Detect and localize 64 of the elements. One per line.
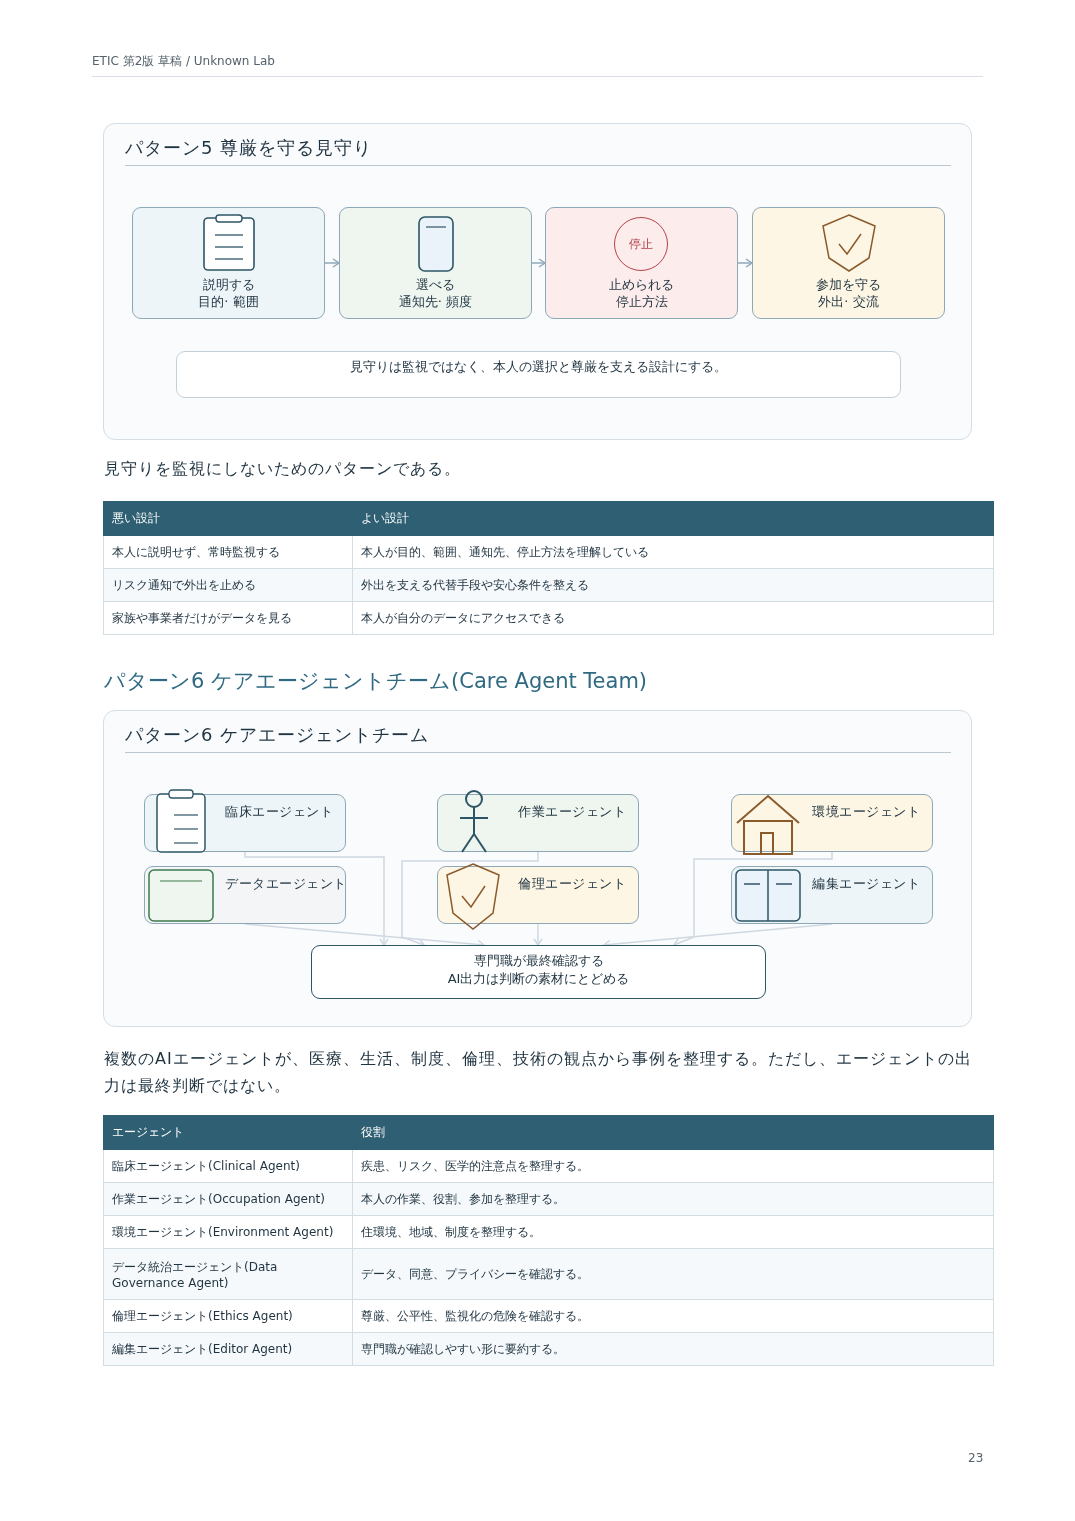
agent-box <box>731 794 933 852</box>
body-text: 見守りを監視にしないためのパターンである。 <box>104 459 461 480</box>
agent-label: 作業エージェント <box>518 803 626 821</box>
table-cell: 本人が目的、範囲、通知先、停止方法を理解している <box>352 535 994 569</box>
connector-line <box>244 851 389 946</box>
diagram-panel <box>103 123 972 440</box>
table-cell: 専門職が確認しやすい形に要約する。 <box>352 1332 994 1366</box>
step-box <box>752 207 945 319</box>
step-label: 目的· 範囲 <box>197 293 260 311</box>
note-text: 見守りは監視ではなく、本人の選択と尊厳を支える設計にする。 <box>349 358 728 376</box>
step-label: 説明する <box>201 276 256 294</box>
stop-sign <box>614 217 668 271</box>
header-cell: よい設計 <box>352 501 994 536</box>
table-cell: 尊厳、公平性、監視化の危険を確認する。 <box>352 1299 994 1333</box>
body-text: 複数のAIエージェントが、医療、生活、制度、倫理、技術の観点から事例を整理する。ただし、エージェントの出力は最終判断ではない。 <box>104 1048 973 1097</box>
table-cell: 本人の作業、役割、参加を整理する。 <box>352 1182 994 1216</box>
arrow <box>737 258 753 268</box>
agent-label: データエージェント <box>225 875 347 893</box>
page-number: 23 <box>968 1451 984 1465</box>
table-cell: 住環境、地域、制度を整理する。 <box>352 1215 994 1249</box>
table-cell: 家族や事業者だけがデータを見る <box>103 601 353 635</box>
agent-label: 環境エージェント <box>812 803 920 821</box>
diagram-panel <box>103 710 972 1027</box>
agent-box <box>144 866 346 924</box>
table-cell: 本人に説明せず、常時監視する <box>103 535 353 569</box>
step-label: 選べる <box>415 276 456 294</box>
step-label: 参加を守る <box>815 276 882 294</box>
agent-label: 倫理エージェント <box>518 875 626 893</box>
table-cell: データ統治エージェント(Data Governance Agent) <box>103 1248 353 1300</box>
running-header: ETIC 第2版 草稿 / Unknown Lab <box>92 53 275 70</box>
note-box <box>176 351 901 398</box>
agent-label: 臨床エージェント <box>225 803 333 821</box>
step-label: 止められる <box>608 276 675 294</box>
step-label: 停止方法 <box>614 293 669 311</box>
connector-line <box>533 923 543 946</box>
step-box <box>132 207 325 319</box>
arrow <box>324 258 340 268</box>
conclusion-text: 専門職が最終確認する <box>472 952 605 970</box>
table-cell: データ、同意、プライバシーを確認する。 <box>352 1248 994 1300</box>
table-cell: 編集エージェント(Editor Agent) <box>103 1332 353 1366</box>
step-label: 外出· 交流 <box>817 293 880 311</box>
header-cell: 悪い設計 <box>103 501 353 536</box>
agent-label: 編集エージェント <box>812 875 920 893</box>
agent-box <box>731 866 933 924</box>
step-label: 通知先· 頻度 <box>397 293 474 311</box>
section-heading: パターン6 ケアエージェントチーム(Care Agent Team) <box>104 668 648 695</box>
table-cell: 倫理エージェント(Ethics Agent) <box>103 1299 353 1333</box>
table-cell: 臨床エージェント(Clinical Agent) <box>103 1149 353 1183</box>
arrow <box>531 258 546 268</box>
step-box <box>339 207 532 319</box>
table-cell: リスク通知で外出を止める <box>103 568 353 602</box>
header-cell: エージェント <box>103 1115 353 1150</box>
table-cell: 作業エージェント(Occupation Agent) <box>103 1182 353 1216</box>
table-cell: 本人が自分のデータにアクセスできる <box>352 601 994 635</box>
table-cell: 環境エージェント(Environment Agent) <box>103 1215 353 1249</box>
conclusion-box <box>311 945 766 999</box>
table-cell: 疾患、リスク、医学的注意点を整理する。 <box>352 1149 994 1183</box>
header-cell: 役割 <box>352 1115 994 1150</box>
table-cell: 外出を支える代替手段や安心条件を整える <box>352 568 994 602</box>
conclusion-text: AI出力は判断の素材にとどめる <box>446 970 631 988</box>
stop-label: 停止 <box>628 236 654 253</box>
step-box <box>545 207 738 319</box>
panel-title: パターン6 ケアエージェントチーム <box>125 723 430 747</box>
panel-title: パターン5 尊厳を守る見守り <box>125 136 373 160</box>
